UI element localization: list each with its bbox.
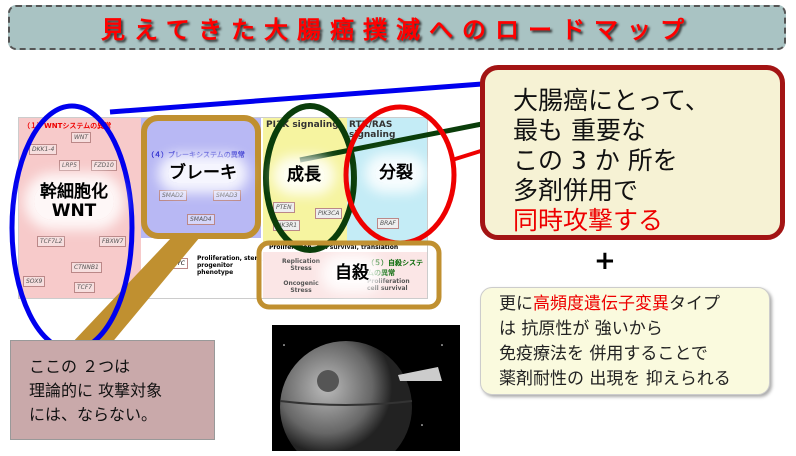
label-division: 分裂 [375,164,417,183]
gene-fbxw7: FBXW7 [99,236,127,247]
slide-title-bar: 見えてきた大腸癌撲滅へのロードマップ [8,5,786,50]
death-star-image [272,325,460,456]
note-line: には、ならない。 [29,405,158,424]
red-connector [451,148,485,162]
wnt-ellipse [9,103,135,353]
key-message-box: 大腸癌にとって、 最も 重要な この 3 か 所を 多剤併用で 同時攻撃する [480,65,785,240]
gene-sox9: SOX9 [23,276,46,287]
blue-connector [109,81,483,115]
info-prefix: 更に [499,294,533,314]
key-line: 大腸癌にとって、 [513,86,710,115]
gene-pten: PTEN [273,202,295,213]
gene-braf: BRAF [377,218,399,229]
info-line: 免疫療法を 併用することで [499,344,708,364]
key-line: 最も 重要な [513,116,646,145]
gene-wnt: WNT [71,132,92,143]
gene-pik3r1: PIK3R1 [273,220,301,231]
info-highlight: 高頻度遺伝子変異 [533,294,669,314]
gene-smad3: SMAD3 [213,190,241,201]
suicide-frame [256,240,442,310]
brake-frame [141,115,261,239]
star-destroyer [398,367,442,381]
gene-tcf7l2: TCF7L2 [37,236,66,247]
label-wnt: 幹細胞化 WNT [34,183,114,221]
gene-dkk: DKK1-4 [29,144,58,155]
oncogenic-stress: Oncogenic Stress [283,280,319,294]
note-line: 理論的に 攻撃対象 [29,381,163,400]
gene-ctnnb1: CTNNB1 [71,262,102,273]
suicide-outcome: Proliferation cell survival [367,278,410,292]
info-line: 薬剤耐性の 出現を 抑えられる [499,369,731,389]
myc-outcome: Proliferation, stem / progenitor phenoty… [197,255,266,276]
death-star-illustration [279,341,443,456]
gene-smad2: SMAD2 [159,190,187,201]
brake-header: （４）ブレーキシステムの異常 [147,151,245,159]
gene-lrp5: LRP5 [59,160,80,171]
note-line: ここの ２つは [29,357,131,376]
death-star [280,341,412,456]
green-connector [299,121,483,163]
info-suffix: タイプ [669,294,720,314]
slide-title: 見えてきた大腸癌撲滅へのロードマップ [100,16,694,44]
pi3k-outcome: Proliferation, cell survival, translatio… [269,244,399,251]
wnt-header: （１）WNTシステムの異常 [23,122,112,130]
gold-pointer [70,237,200,345]
note-box: ここの ２つは 理論的に 攻撃対象 には、ならない。 [10,340,215,440]
immunotherapy-box: 更に高頻度遺伝子変異タイプ は 抗原性が 強いから 免疫療法を 併用することで … [480,287,770,395]
info-line: は 抗原性が 強いから [499,319,663,339]
key-line: この 3 か 所を [513,146,678,175]
label-growth: 成長 [283,166,325,185]
rtk-header: RTK/RAS signaling [349,120,396,140]
plus-sign: + [594,246,616,276]
label-brake: ブレーキ [168,163,238,183]
gene-pik3ca: PIK3CA [315,208,343,219]
gene-tcf7: TCF7 [74,282,96,293]
label-suicide: 自殺 [331,264,373,283]
key-line: 多剤併用で [513,176,639,205]
key-line-highlight: 同時攻撃する [513,206,664,235]
gene-fzd10: FZD10 [91,160,117,171]
suicide-header: （５）自殺システムの異常 [367,259,423,277]
gene-smad4: SMAD4 [187,214,215,225]
suicide-panel: Replication Stress Oncogenic Stress （５）自… [263,252,427,298]
pi3k-header: PI3K signaling [266,120,339,130]
replication-stress: Replication Stress [281,258,321,272]
growth-ellipse [263,103,357,253]
